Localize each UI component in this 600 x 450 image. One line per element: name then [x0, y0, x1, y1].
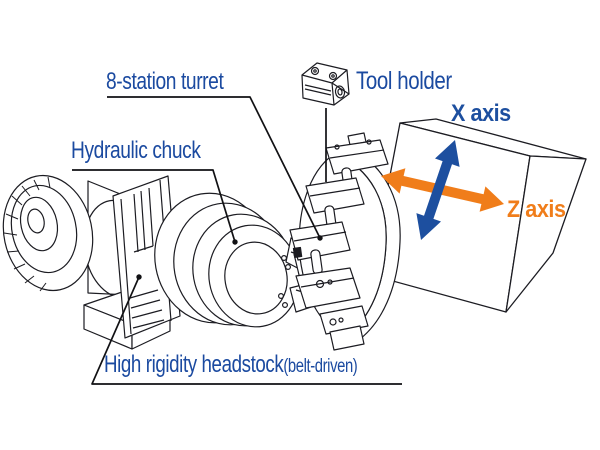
- slide-box-drawing: [370, 118, 587, 313]
- pulley-ribs: [3, 176, 51, 292]
- chuck-leader-line: [72, 169, 236, 243]
- headstock-label-note: (belt-driven): [283, 356, 358, 377]
- z-axis-label: Z axis: [507, 196, 566, 223]
- belt-pulley: [2, 174, 94, 292]
- chuck-leader-dot: [232, 239, 238, 245]
- tool-holder-label: Tool holder: [356, 67, 452, 95]
- turret-leader-line: [107, 96, 321, 239]
- x-axis-arrow: [416, 140, 460, 240]
- chuck-screws: [278, 255, 292, 309]
- headstock-leader-dot: [136, 274, 142, 280]
- leader-lines: [72, 96, 402, 385]
- turret-label: 8-station turret: [106, 68, 224, 95]
- turret-drawing: [289, 132, 401, 351]
- x-axis-label: X axis: [451, 100, 511, 127]
- tool-holder-drawing: [301, 62, 350, 106]
- chuck-drawing: [154, 192, 333, 328]
- headstock-label-main: High rigidity headstock: [104, 351, 284, 378]
- turret-leader-dot: [317, 235, 323, 241]
- headstock-label: High rigidity headstock(belt-driven): [104, 351, 358, 378]
- turret-tool-blocks: [289, 132, 389, 351]
- box-right-face: [505, 155, 587, 313]
- headstock-leader-line: [91, 276, 402, 385]
- chuck-label: Hydraulic chuck: [71, 137, 201, 164]
